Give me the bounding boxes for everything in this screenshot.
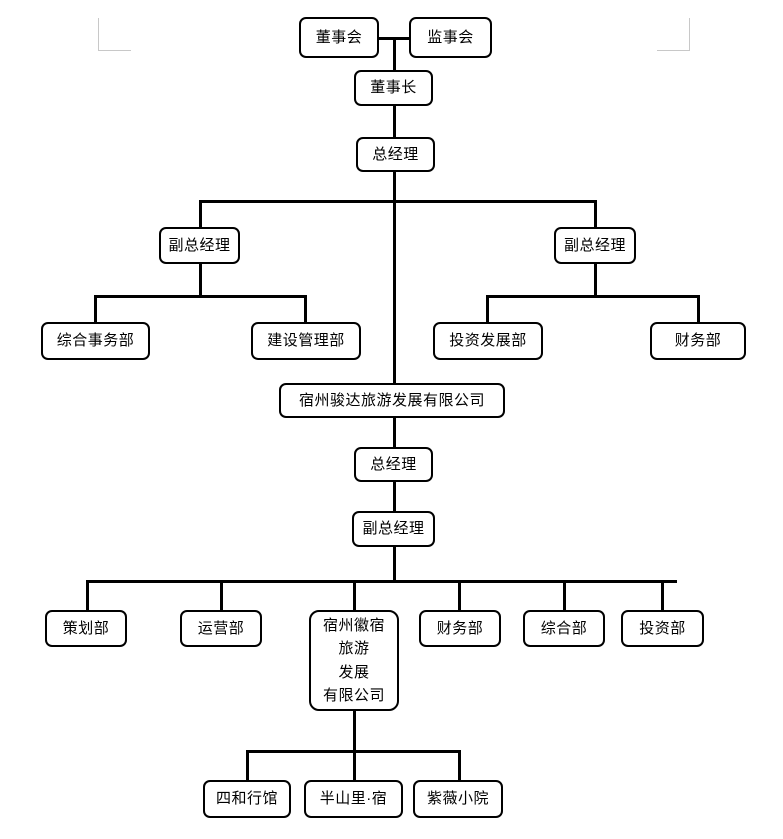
connector-gm-trunk [393,170,396,384]
connector-to-investment-development [486,295,489,323]
connector-to-general-dept [563,580,566,612]
connector-sub-dgm-stem [393,546,396,582]
connector-to-construction-mgmt [304,295,307,323]
connector-vp-right-bus [486,295,700,298]
connector-to-general-affairs [94,295,97,323]
node-dept-investment[interactable]: 投资部 [621,610,704,647]
node-dept-construction-mgmt[interactable]: 建设管理部 [251,322,361,360]
connector-bottom-bus [86,580,677,583]
connector-subsidiary-to-sub-gm [393,416,396,449]
node-dept-general[interactable]: 综合部 [523,610,605,647]
page-corner-mark-top-left [98,18,131,51]
node-subsidiary-huisu-line-2: 旅游 [338,640,370,658]
node-dept-finance-bottom[interactable]: 财务部 [419,610,501,647]
connector-to-investment-dept [661,580,664,612]
node-board-of-directors[interactable]: 董事会 [299,17,379,58]
node-board-of-supervisors[interactable]: 监事会 [409,17,492,58]
node-sub-general-manager[interactable]: 总经理 [354,447,433,482]
connector-vp-left-stem [199,263,202,297]
node-chairman[interactable]: 董事长 [354,70,433,106]
connector-to-ziwei [458,750,461,781]
connector-to-banshanli [353,750,356,781]
node-subsidiary-jinda[interactable]: 宿州骏达旅游发展有限公司 [279,383,505,418]
node-dept-finance-top[interactable]: 财务部 [650,322,746,360]
node-property-sihe[interactable]: 四和行馆 [203,780,291,818]
connector-sub-gm-to-sub-dgm [393,481,396,513]
node-dept-general-affairs[interactable]: 综合事务部 [41,322,150,360]
connector-to-planning [86,580,89,612]
connector-chairman-to-gm [393,105,396,138]
connector-huisu-stem [353,710,356,752]
connector-to-sihe [246,750,249,781]
node-general-manager[interactable]: 总经理 [356,137,435,172]
connector-vp-left-bus [94,295,307,298]
connector-bus-to-vp-left [199,200,202,228]
connector-bus-to-vp-right [594,200,597,228]
connector-board-to-chairman [393,37,396,71]
node-dept-operations[interactable]: 运营部 [180,610,262,647]
node-property-ziwei[interactable]: 紫薇小院 [413,780,503,818]
node-subsidiary-huisu-line-3: 发展 [338,663,370,681]
node-subsidiary-huisu[interactable]: 宿州徽宿 旅游 发展 有限公司 [309,610,399,711]
node-dept-planning[interactable]: 策划部 [45,610,127,647]
connector-to-finance-top [697,295,700,323]
node-subsidiary-huisu-line-1: 宿州徽宿 [322,617,385,634]
node-sub-deputy-general-manager[interactable]: 副总经理 [352,511,435,547]
connector-to-huisu [353,580,356,612]
node-dept-investment-development[interactable]: 投资发展部 [433,322,543,360]
connector-vp-bus [199,200,597,203]
connector-vp-right-stem [594,263,597,297]
node-subsidiary-huisu-line-4: 有限公司 [322,686,385,704]
node-deputy-gm-right[interactable]: 副总经理 [554,227,636,264]
page-corner-mark-top-right [657,18,690,51]
node-property-banshanli[interactable]: 半山里·宿 [304,780,403,818]
connector-to-finance-bottom [458,580,461,612]
node-deputy-gm-left[interactable]: 副总经理 [159,227,240,264]
connector-to-operations [220,580,223,612]
